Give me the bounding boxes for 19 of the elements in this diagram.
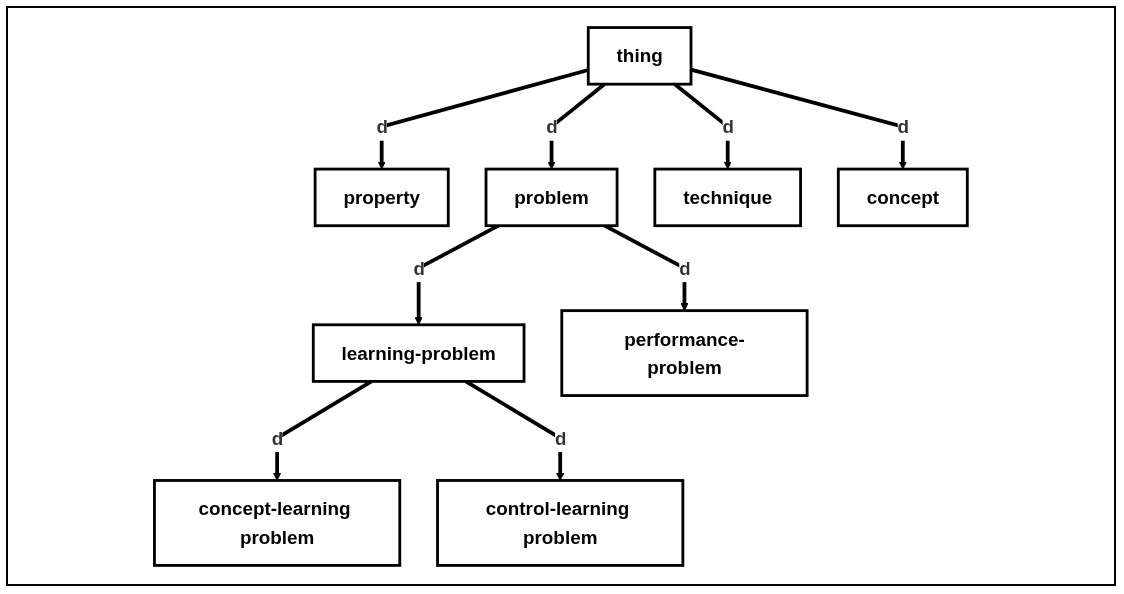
- edge-label: d: [722, 115, 735, 137]
- edge-label: d: [376, 115, 389, 137]
- edge-label: d: [897, 115, 910, 137]
- edge-label: d: [546, 115, 558, 137]
- node-box: [560, 308, 809, 397]
- edge-label: d: [679, 257, 691, 279]
- node-box: [153, 478, 402, 567]
- edge-label: d: [413, 257, 426, 279]
- node-box: [312, 322, 526, 383]
- node-box: [313, 167, 450, 227]
- node-box: [653, 167, 803, 227]
- edge-label: d: [271, 427, 284, 448]
- edge-label: d: [555, 427, 567, 448]
- node-box: [586, 25, 693, 86]
- node-box: [436, 478, 685, 567]
- arrow: [377, 67, 589, 169]
- node-box: [484, 167, 619, 227]
- diagram-frame: d d d d d d d d thing property problem technique concept learning-problem performance-problem concept-learning problem control-learning problem: [6, 6, 1116, 586]
- node-box: [837, 167, 969, 227]
